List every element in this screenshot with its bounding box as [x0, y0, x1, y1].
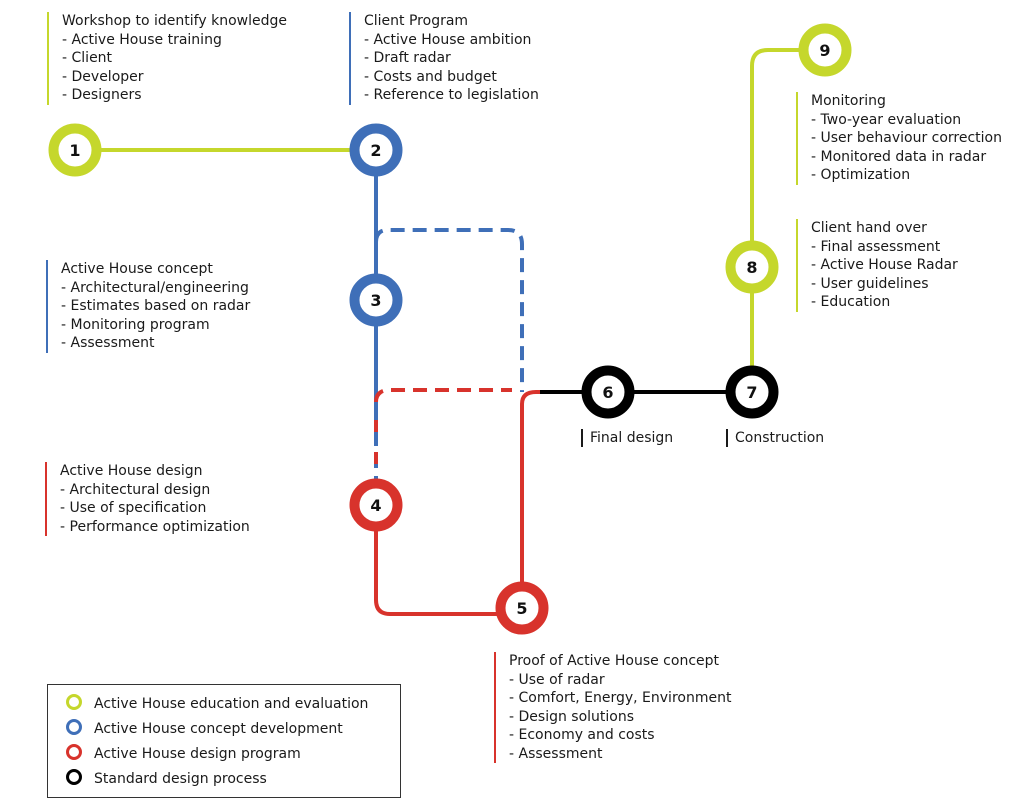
- client-program-item: Draft radar: [364, 49, 539, 68]
- concept-block: Active House concept Architectural/engin…: [46, 260, 250, 353]
- legend-dot-icon: [66, 744, 82, 760]
- connector-4-5: [374, 505, 522, 616]
- node-circle: [798, 23, 852, 77]
- legend-dot-icon: [66, 694, 82, 710]
- legend-item-concept: Active House concept development: [66, 719, 343, 738]
- monitoring-item: User behaviour correction: [811, 129, 1002, 148]
- workshop-item: Developer: [62, 68, 287, 87]
- connector-5-6: [520, 390, 546, 608]
- client-program-item: Costs and budget: [364, 68, 539, 87]
- monitoring-item: Optimization: [811, 166, 1002, 185]
- handover-title: Client hand over: [811, 220, 927, 236]
- concept-item: Assessment: [61, 334, 250, 353]
- proof-item: Use of radar: [509, 671, 731, 690]
- node-circle: [495, 581, 549, 635]
- legend-dot-icon: [66, 719, 82, 735]
- node-1: 1: [48, 123, 102, 177]
- workshop-block: Workshop to identify knowledge Active Ho…: [47, 12, 287, 105]
- concept-item: Monitoring program: [61, 316, 250, 335]
- proof-item: Design solutions: [509, 708, 731, 727]
- handover-item: Active House Radar: [811, 256, 958, 275]
- workshop-item: Designers: [62, 86, 287, 105]
- legend-label: Standard design process: [94, 771, 267, 787]
- monitoring-title: Monitoring: [811, 93, 886, 109]
- monitoring-block: Monitoring Two-year evaluation User beha…: [796, 92, 1002, 185]
- node-circle: [581, 365, 635, 419]
- proof-title: Proof of Active House concept: [509, 653, 719, 669]
- proof-item: Economy and costs: [509, 726, 731, 745]
- node-5: 5: [495, 581, 549, 635]
- node-number: 1: [69, 141, 80, 160]
- proof-item: Comfort, Energy, Environment: [509, 689, 732, 708]
- node-circle: [725, 365, 779, 419]
- legend: Active House education and evaluation Ac…: [47, 684, 401, 798]
- monitoring-item: Two-year evaluation: [811, 111, 1002, 130]
- node-number: 6: [602, 383, 613, 402]
- concept-title: Active House concept: [61, 261, 213, 277]
- node-number: 4: [370, 496, 381, 515]
- node-number: 5: [516, 599, 527, 618]
- node-circle: [725, 240, 779, 294]
- legend-label: Active House concept development: [94, 721, 343, 737]
- workshop-item: Client: [62, 49, 287, 68]
- legend-dot-icon: [66, 769, 82, 785]
- proof-block: Proof of Active House concept Use of rad…: [494, 652, 731, 763]
- monitoring-item: Monitored data in radar: [811, 148, 1002, 167]
- design-item: Use of specification: [60, 499, 250, 518]
- node-number: 7: [746, 383, 757, 402]
- client-program-item: Active House ambition: [364, 31, 539, 50]
- node-2: 2: [349, 123, 403, 177]
- node-circle: [349, 478, 403, 532]
- connector-8-9: [750, 48, 825, 267]
- construction-label: Construction: [726, 429, 824, 447]
- node-circle: [48, 123, 102, 177]
- legend-item-education: Active House education and evaluation: [66, 694, 368, 713]
- legend-item-design: Active House design program: [66, 744, 301, 763]
- node-9: 9: [798, 23, 852, 77]
- workshop-title: Workshop to identify knowledge: [62, 13, 287, 29]
- node-8: 8: [725, 240, 779, 294]
- final-design-label: Final design: [581, 429, 673, 447]
- proof-item: Assessment: [509, 745, 731, 764]
- concept-item: Estimates based on radar: [61, 297, 251, 316]
- legend-item-standard: Standard design process: [66, 769, 267, 788]
- node-circle: [349, 123, 403, 177]
- client-program-title: Client Program: [364, 13, 469, 29]
- node-6: 6: [581, 365, 635, 419]
- client-program-block: Client Program Active House ambition Dra…: [349, 12, 539, 105]
- node-3: 3: [349, 273, 403, 327]
- workshop-item: Active House training: [62, 31, 287, 50]
- concept-item: Architectural/engineering: [61, 279, 250, 298]
- design-item: Architectural design: [60, 481, 250, 500]
- handover-item: Education: [811, 293, 958, 312]
- handover-item: User guidelines: [811, 275, 958, 294]
- node-number: 9: [819, 41, 830, 60]
- concept-loop-dashed: [374, 228, 524, 392]
- legend-label: Active House education and evaluation: [94, 696, 369, 712]
- node-4: 4: [349, 478, 403, 532]
- handover-item: Final assessment: [811, 238, 958, 257]
- node-number: 3: [370, 291, 381, 310]
- design-title: Active House design: [60, 463, 203, 479]
- handover-block: Client hand over Final assessment Active…: [796, 219, 958, 312]
- node-7: 7: [725, 365, 779, 419]
- node-number: 8: [746, 258, 757, 277]
- design-item: Performance optimization: [60, 518, 250, 537]
- node-number: 2: [370, 141, 381, 160]
- legend-label: Active House design program: [94, 746, 301, 762]
- client-program-item: Reference to legislation: [364, 86, 539, 105]
- design-block: Active House design Architectural design…: [45, 462, 250, 536]
- design-loop-dashed: [374, 388, 512, 403]
- node-circle: [349, 273, 403, 327]
